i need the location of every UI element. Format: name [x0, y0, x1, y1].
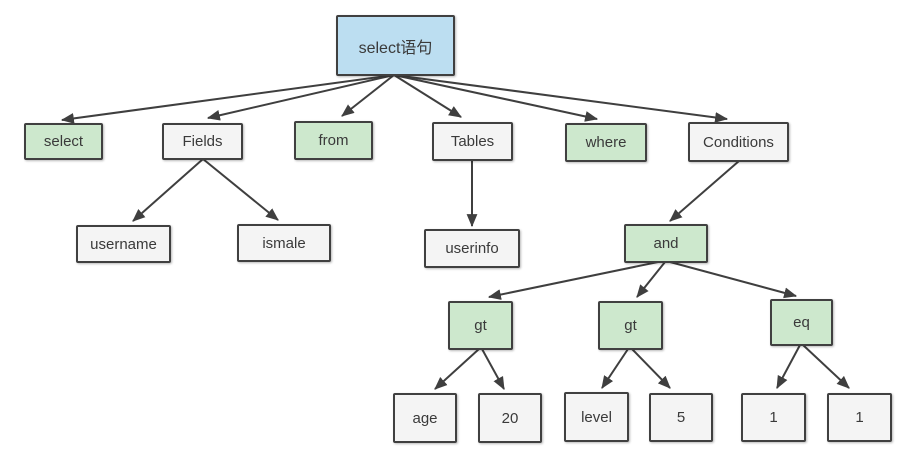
edge-and-gt-mid	[636, 261, 666, 298]
edge-gt-left-age	[434, 348, 480, 390]
edge-eq-1-right	[802, 344, 850, 389]
node-username[interactable]: username	[76, 225, 171, 263]
edge-gt-mid-level	[601, 348, 629, 389]
edge-and-gt-left	[487, 261, 659, 300]
edge-gt-mid-5	[631, 348, 671, 389]
edge-root-where	[393, 74, 599, 122]
node-eq[interactable]: eq	[770, 299, 833, 346]
edge-eq-1-left	[776, 344, 801, 389]
node-and[interactable]: and	[624, 224, 708, 263]
node-level[interactable]: level	[564, 392, 629, 442]
edge-gt-left-20	[481, 348, 505, 390]
edge-root-conditions	[393, 74, 729, 123]
node-conditions[interactable]: Conditions	[688, 122, 789, 162]
node-5[interactable]: 5	[649, 393, 713, 442]
edge-and-eq	[669, 261, 798, 299]
edge-conditions-and	[669, 160, 740, 222]
node-1-left[interactable]: 1	[741, 393, 806, 442]
edge-root-fields	[206, 74, 395, 121]
edge-root-from	[341, 74, 395, 117]
node-1-right[interactable]: 1	[827, 393, 892, 442]
node-where-keyword[interactable]: where	[565, 123, 647, 162]
node-20[interactable]: 20	[478, 393, 542, 443]
node-select-keyword[interactable]: select	[24, 123, 103, 160]
node-tables[interactable]: Tables	[432, 122, 513, 161]
node-userinfo[interactable]: userinfo	[424, 229, 520, 268]
node-fields[interactable]: Fields	[162, 123, 243, 160]
node-root[interactable]: select语句	[336, 15, 455, 76]
node-from-keyword[interactable]: from	[294, 121, 373, 160]
edge-fields-ismale	[202, 158, 279, 221]
edge-fields-username	[132, 158, 204, 222]
node-gt-left[interactable]: gt	[448, 301, 513, 350]
node-ismale[interactable]: ismale	[237, 224, 331, 262]
edge-root-select	[60, 74, 395, 124]
node-age[interactable]: age	[393, 393, 457, 443]
node-gt-mid[interactable]: gt	[598, 301, 663, 350]
edge-root-tables	[393, 74, 462, 118]
